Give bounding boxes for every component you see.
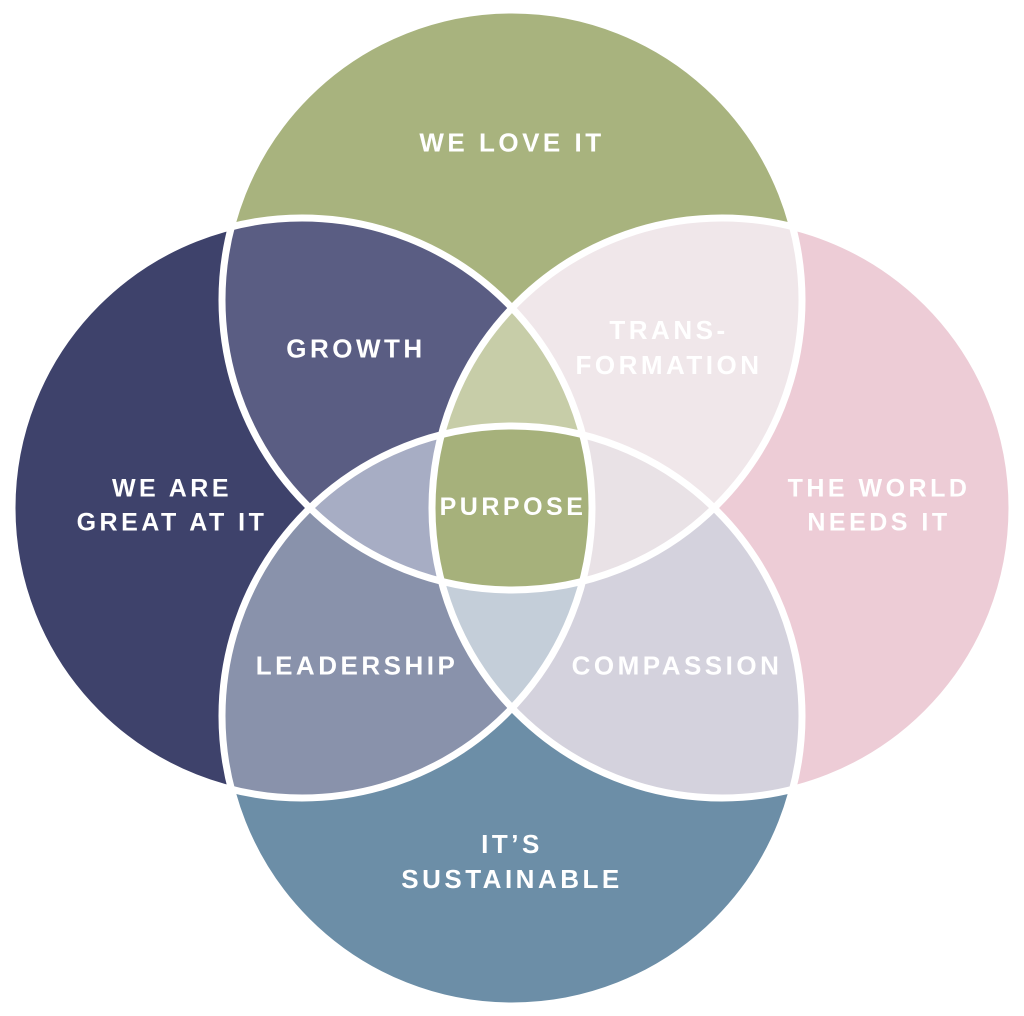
label-purpose: PURPOSE — [439, 493, 587, 522]
label-transformation-line1: TRANS- — [609, 314, 729, 345]
label-leadership: LEADERSHIP — [255, 650, 459, 681]
label-world-needs-line2: NEEDS IT — [807, 508, 951, 536]
label-we-are-great-at-it: WE ARE GREAT AT IT — [77, 472, 268, 540]
label-we-are-great-line1: WE ARE — [111, 474, 233, 503]
label-growth: GROWTH — [286, 333, 426, 364]
label-sustainable-line1: IT’S — [481, 828, 543, 859]
label-we-love-it: WE LOVE IT — [419, 127, 605, 158]
outline-left-circle — [8, 214, 596, 802]
label-we-are-great-line2: GREAT AT IT — [76, 508, 268, 536]
label-transformation-line2: FORMATION — [575, 350, 763, 380]
label-sustainable-line2: SUSTAINABLE — [401, 864, 623, 894]
outline-top-circle — [218, 6, 806, 594]
outline-right-circle — [428, 214, 1016, 802]
label-compassion: COMPASSION — [571, 650, 783, 681]
label-its-sustainable: IT’S SUSTAINABLE — [401, 827, 622, 897]
outline-bottom-circle — [218, 422, 806, 1010]
label-world-needs-line1: THE WORLD — [787, 474, 971, 503]
label-the-world-needs-it: THE WORLD NEEDS IT — [788, 472, 971, 540]
label-transformation: TRANS- FORMATION — [576, 313, 763, 383]
